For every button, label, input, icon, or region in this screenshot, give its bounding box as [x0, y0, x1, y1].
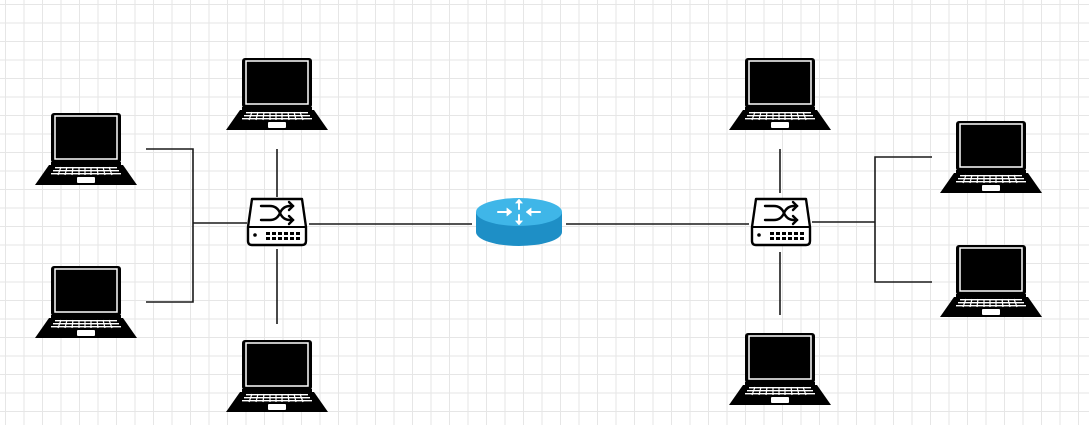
- wire-laptop-left-lower: [146, 223, 194, 303]
- wire-laptop-right-upper: [874, 156, 932, 283]
- laptop-left-top[interactable]: [225, 57, 329, 131]
- network-switch-icon: [246, 197, 308, 247]
- laptop-right-top[interactable]: [728, 57, 832, 131]
- laptop-right-lower[interactable]: [939, 244, 1043, 318]
- laptop-icon: [728, 332, 832, 406]
- router-icon: [475, 197, 563, 247]
- laptop-icon: [34, 112, 138, 186]
- laptop-icon: [939, 120, 1043, 194]
- laptop-icon: [939, 244, 1043, 318]
- switch-right[interactable]: [750, 197, 812, 247]
- laptop-icon: [728, 57, 832, 131]
- laptop-icon: [225, 57, 329, 131]
- network-switch-icon: [750, 197, 812, 247]
- switch-left[interactable]: [246, 197, 308, 247]
- laptop-left-bottom[interactable]: [225, 339, 329, 413]
- laptop-left-lower[interactable]: [34, 265, 138, 339]
- laptop-right-upper[interactable]: [939, 120, 1043, 194]
- laptop-icon: [225, 339, 329, 413]
- laptop-left-upper[interactable]: [34, 112, 138, 186]
- wire-laptop-left-upper: [146, 148, 194, 223]
- router-center[interactable]: [475, 197, 563, 247]
- connection-lines: [146, 148, 932, 324]
- laptop-icon: [34, 265, 138, 339]
- laptop-right-bottom[interactable]: [728, 332, 832, 406]
